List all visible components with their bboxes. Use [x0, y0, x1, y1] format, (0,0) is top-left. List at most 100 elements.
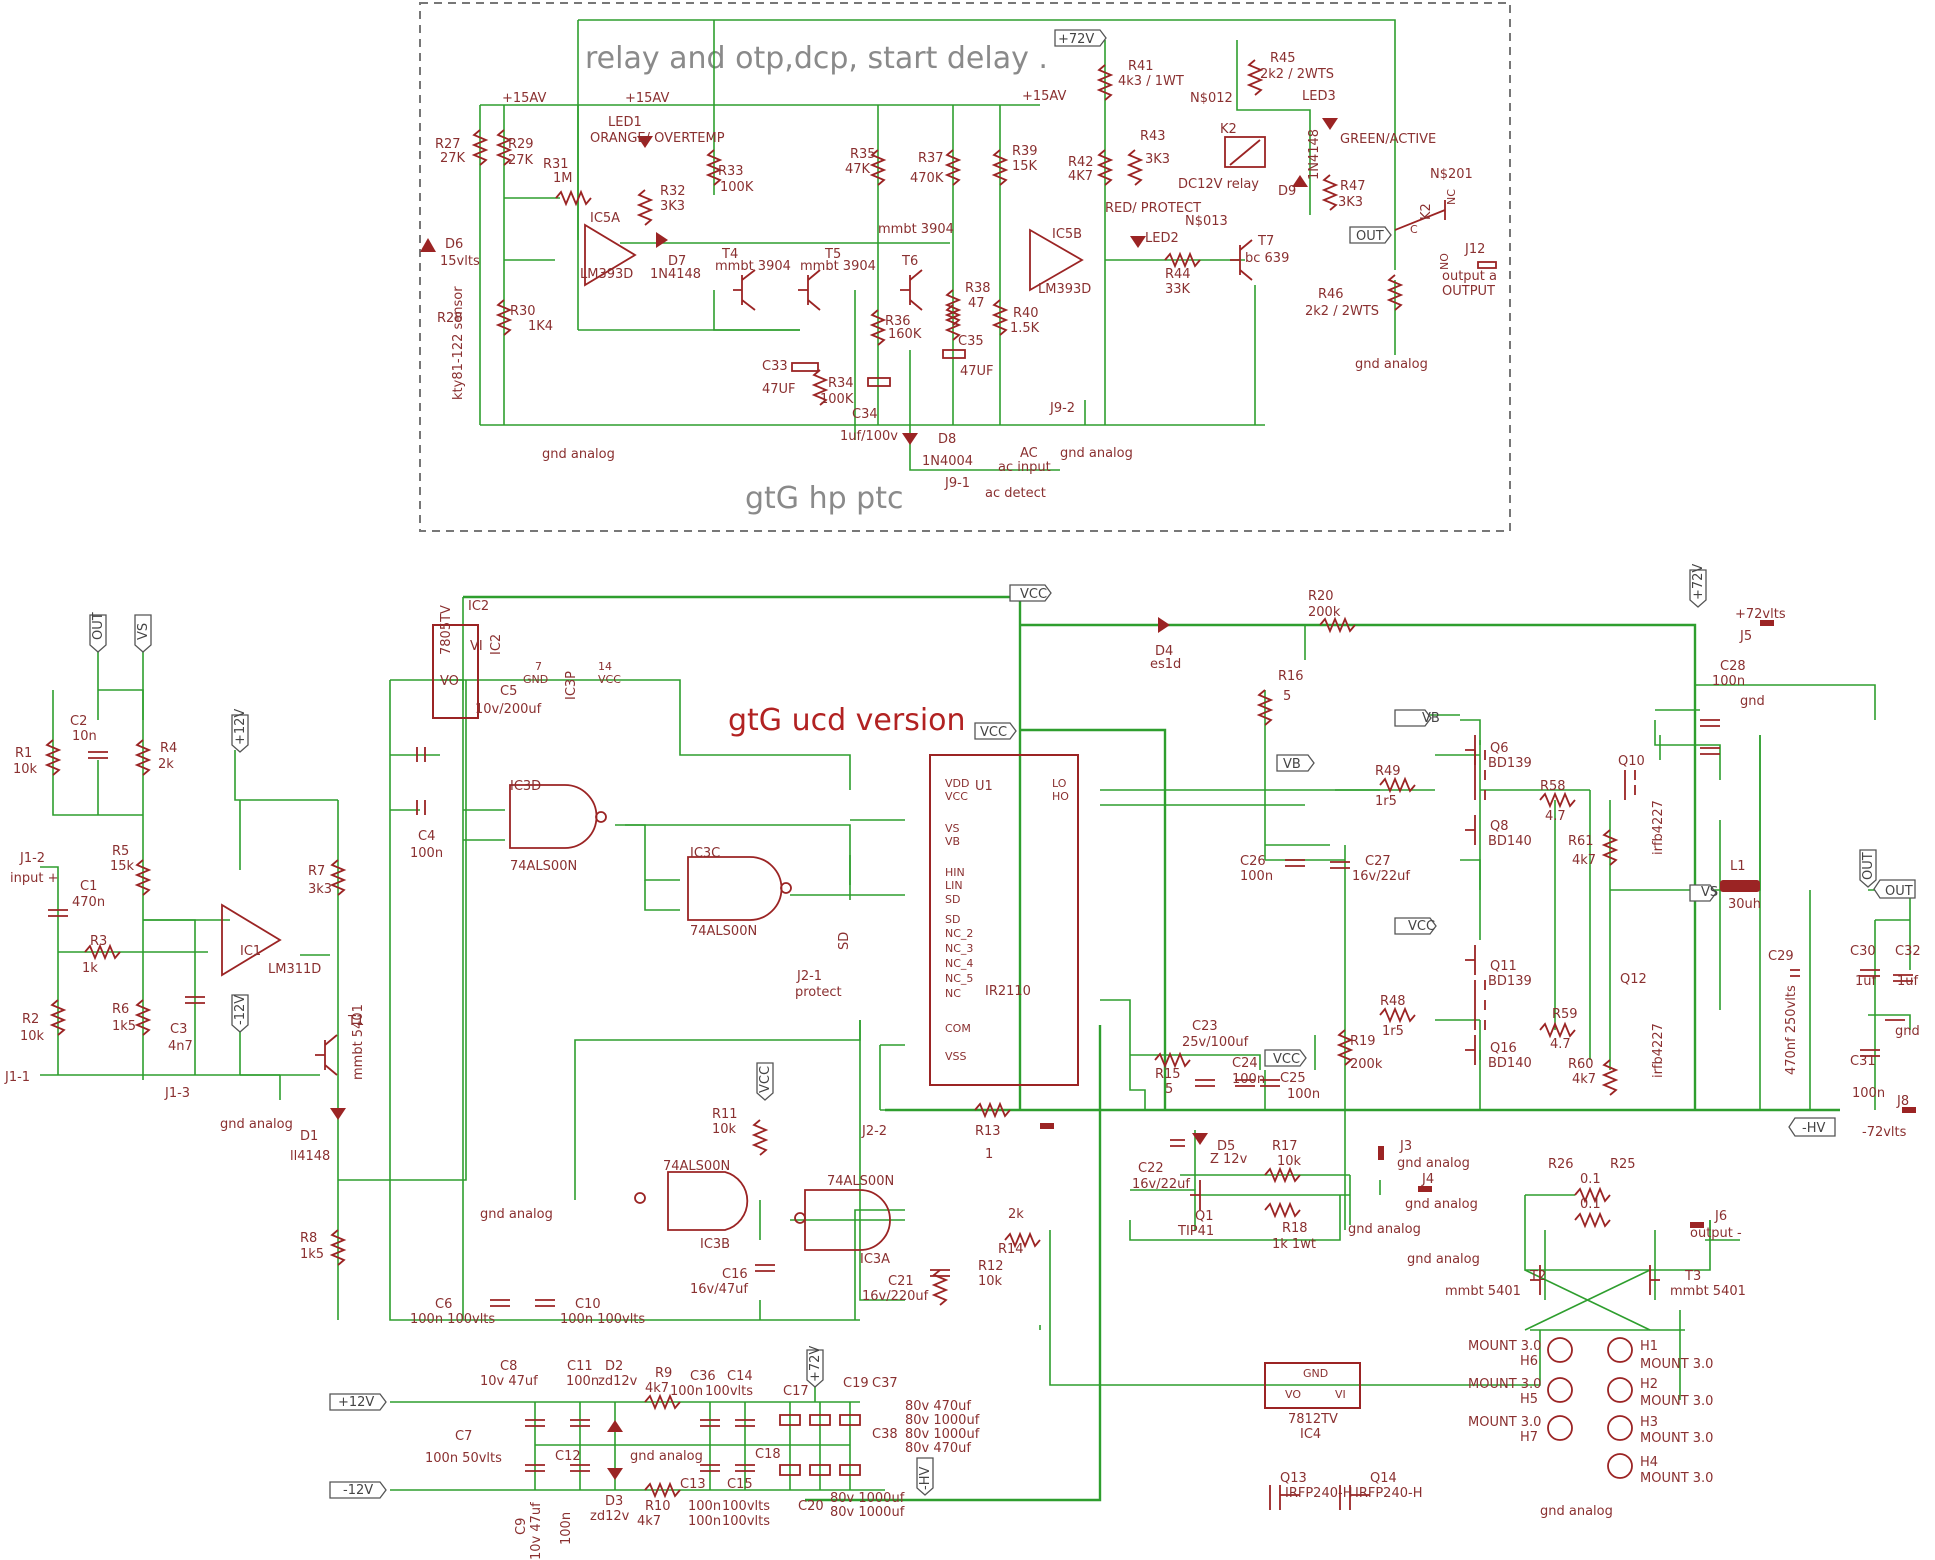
svg-text:1N4148: 1N4148 [650, 267, 701, 282]
svg-text:R4: R4 [160, 741, 177, 756]
svg-text:R61: R61 [1568, 834, 1594, 849]
svg-text:10n: 10n [72, 729, 97, 744]
svg-text:100n: 100n [688, 1499, 721, 1514]
svg-text:10k: 10k [978, 1274, 1003, 1289]
svg-text:VSS: VSS [945, 1050, 967, 1063]
svg-text:16v/22uf: 16v/22uf [1352, 869, 1410, 884]
svg-text:D9: D9 [1278, 184, 1296, 199]
svg-text:D2: D2 [605, 1359, 623, 1374]
svg-text:RED/ PROTECT: RED/ PROTECT [1105, 201, 1201, 216]
svg-text:MOUNT 3.0: MOUNT 3.0 [1640, 1394, 1713, 1409]
svg-text:80v 1000uf: 80v 1000uf [830, 1505, 905, 1520]
svg-text:IC3P: IC3P [564, 671, 579, 700]
svg-text:VS: VS [945, 822, 960, 835]
ucd-labels: VCC VCC VB VB VCC VCC VS OUT -HV +72V OU… [410, 564, 1921, 1327]
svg-text:10k: 10k [1277, 1154, 1302, 1169]
svg-text:2k: 2k [158, 757, 174, 772]
svg-text:NC_4: NC_4 [945, 957, 973, 970]
svg-text:R31: R31 [543, 157, 569, 172]
svg-text:7812TV: 7812TV [1288, 1412, 1338, 1427]
svg-text:Q1: Q1 [1195, 1209, 1214, 1224]
svg-text:3k3: 3k3 [308, 882, 332, 897]
svg-text:1uf: 1uf [1897, 974, 1919, 989]
svg-text:C14: C14 [727, 1369, 753, 1384]
svg-text:TIP41: TIP41 [1177, 1224, 1214, 1239]
svg-text:N$201: N$201 [1430, 167, 1473, 182]
svg-text:gnd analog: gnd analog [1540, 1504, 1613, 1519]
svg-text:100n 100vlts: 100n 100vlts [560, 1312, 645, 1327]
svg-text:R37: R37 [918, 151, 944, 166]
svg-text:C17: C17 [783, 1384, 809, 1399]
svg-text:IC2: IC2 [489, 634, 504, 655]
svg-text:MOUNT 3.0: MOUNT 3.0 [1468, 1339, 1541, 1354]
svg-text:VO: VO [1285, 1388, 1301, 1401]
svg-text:IC4: IC4 [1300, 1427, 1321, 1442]
svg-text:D7: D7 [668, 254, 686, 269]
svg-text:IC5B: IC5B [1052, 227, 1082, 242]
vs-port: VS [1701, 885, 1718, 900]
svg-text:1uf/100v: 1uf/100v [840, 429, 898, 444]
svg-text:R48: R48 [1380, 994, 1406, 1009]
comparator-parts [44, 614, 347, 1266]
svg-text:IC3A: IC3A [860, 1252, 890, 1267]
svg-text:C31: C31 [1850, 1054, 1876, 1069]
svg-text:R25: R25 [1610, 1157, 1636, 1172]
svg-text:4K7: 4K7 [1068, 169, 1093, 184]
svg-text:C33: C33 [762, 359, 788, 374]
svg-text:R60: R60 [1568, 1057, 1594, 1072]
relay-block-title: relay and otp,dcp, start delay . [585, 41, 1048, 76]
svg-text:47K: 47K [845, 162, 871, 177]
svg-text:MOUNT 3.0: MOUNT 3.0 [1640, 1357, 1713, 1372]
svg-text:80v 1000uf: 80v 1000uf [830, 1491, 905, 1506]
svg-text:VO: VO [440, 674, 459, 689]
svg-text:T4: T4 [721, 247, 738, 262]
svg-text:1K4: 1K4 [528, 319, 553, 334]
svg-text:gnd: gnd [1740, 694, 1765, 709]
svg-text:R40: R40 [1013, 306, 1039, 321]
svg-text:R15: R15 [1155, 1067, 1181, 1082]
svg-text:D1: D1 [300, 1129, 318, 1144]
svg-text:T1: T1 [347, 1014, 364, 1029]
svg-text:R38: R38 [965, 281, 991, 296]
ucd-title: gtG ucd version [728, 703, 966, 738]
svg-text:100n: 100n [410, 846, 443, 861]
svg-text:100n: 100n [1852, 1086, 1885, 1101]
svg-text:80v 470uf: 80v 470uf [905, 1441, 971, 1456]
svg-text:200k: 200k [1350, 1057, 1383, 1072]
svg-text:U1: U1 [975, 779, 993, 794]
svg-text:R27: R27 [435, 137, 461, 152]
svg-text:R47: R47 [1340, 179, 1366, 194]
svg-text:47UF: 47UF [762, 382, 796, 397]
svg-text:mmbt 3904: mmbt 3904 [715, 259, 791, 274]
svg-text:T2: T2 [1529, 1269, 1546, 1284]
svg-text:T5: T5 [824, 247, 841, 262]
svg-text:mmbt 5401: mmbt 5401 [1670, 1284, 1746, 1299]
hv-port: -HV [1802, 1121, 1825, 1136]
svg-text:K2: K2 [1220, 122, 1237, 137]
svg-text:Q16: Q16 [1490, 1041, 1517, 1056]
svg-text:C36: C36 [690, 1369, 716, 1384]
ptc-title: gtG hp ptc [745, 481, 903, 516]
ucd-wires [389, 595, 1911, 1502]
svg-text:10v/200uf: 10v/200uf [475, 702, 542, 717]
svg-text:100n: 100n [566, 1374, 599, 1389]
svg-text:R12: R12 [978, 1259, 1004, 1274]
svg-text:16v/47uf: 16v/47uf [690, 1282, 748, 1297]
svg-text:IRFP240-H: IRFP240-H [1285, 1486, 1352, 1501]
svg-text:H2: H2 [1640, 1377, 1658, 1392]
svg-text:Q10: Q10 [1618, 754, 1645, 769]
svg-text:1M: 1M [553, 171, 573, 186]
rail-15av-c: +15AV [1022, 89, 1066, 104]
svg-text:IC3C: IC3C [690, 846, 720, 861]
svg-text:NC_2: NC_2 [945, 927, 973, 940]
svg-text:J8: J8 [1896, 1094, 1909, 1109]
svg-text:R46: R46 [1318, 287, 1344, 302]
svg-text:200k: 200k [1308, 605, 1341, 620]
svg-text:100vlts: 100vlts [722, 1499, 770, 1514]
svg-text:27K: 27K [440, 151, 466, 166]
svg-text:T7: T7 [1257, 234, 1274, 249]
svg-text:NC: NC [945, 987, 961, 1000]
svg-text:C29: C29 [1768, 949, 1794, 964]
svg-text:R2: R2 [22, 1012, 39, 1027]
svg-text:protect: protect [795, 985, 842, 1000]
